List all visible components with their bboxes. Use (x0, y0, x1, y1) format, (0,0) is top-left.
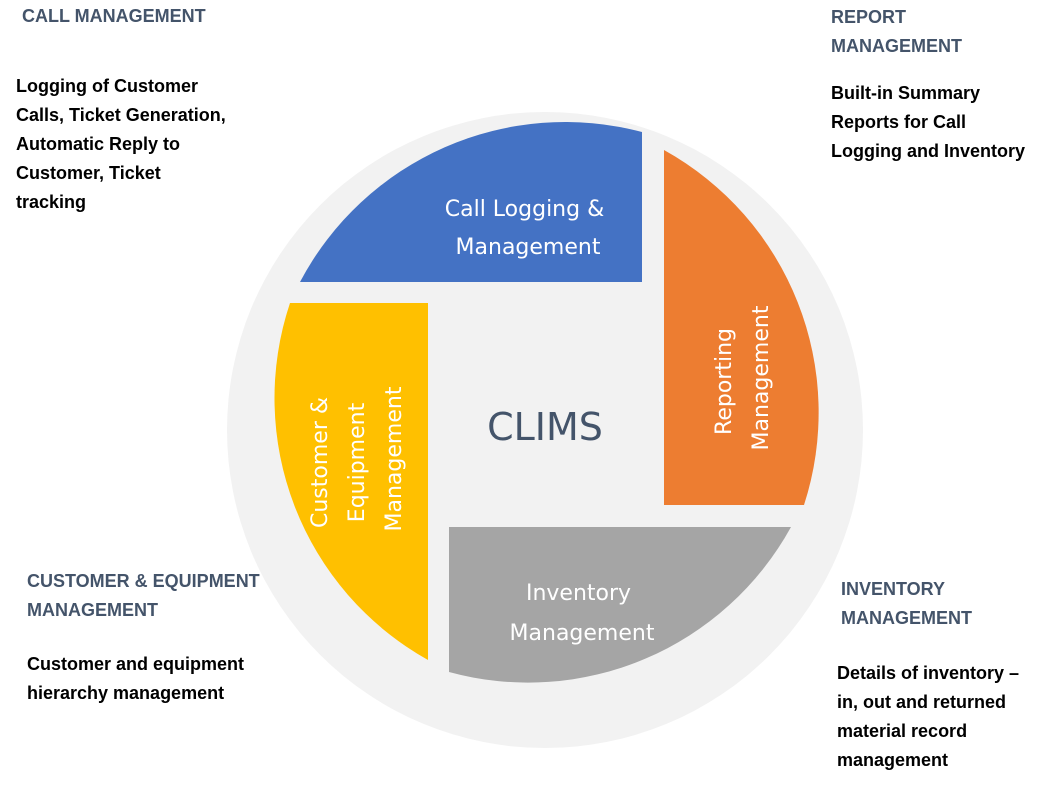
segment-inventory: Inventory Management (449, 527, 791, 683)
segment-customer-equipment-shape (274, 303, 428, 660)
caption-inventory-desc-line: material record (837, 721, 968, 741)
segment-customer-equipment-label-line-3: Management (382, 386, 407, 531)
segment-call-logging-label-line-1: Call Logging & (445, 197, 605, 222)
caption-inventory-desc-line: management (837, 750, 949, 770)
caption-customer-equipment-heading-line: CUSTOMER & EQUIPMENT (27, 571, 260, 591)
caption-inventory-desc-line: in, out and returned (837, 692, 1006, 712)
caption-report-management: REPORT MANAGEMENT Built-in Summary Repor… (831, 3, 1041, 166)
segment-inventory-shape (449, 527, 791, 683)
caption-call-management-heading: CALL MANAGEMENT (22, 6, 206, 26)
segment-call-logging-label-line-2: Management (456, 235, 601, 260)
caption-call-management: CALL MANAGEMENT Logging of Customer Call… (16, 2, 276, 217)
caption-customer-equipment-heading-line: MANAGEMENT (27, 600, 158, 620)
caption-report-management-description: Built-in Summary Reports for Call Loggin… (831, 79, 1041, 166)
segment-reporting-label-line-1: Reporting (712, 328, 737, 435)
segment-reporting: Reporting Management (664, 150, 819, 505)
caption-customer-equipment-management: CUSTOMER & EQUIPMENT MANAGEMENT Customer… (27, 567, 307, 708)
segment-customer-equipment-label-line-1: Customer & (308, 397, 333, 528)
segment-call-logging: Call Logging & Management (300, 122, 642, 282)
segment-customer-equipment-label-line-2: Equipment (345, 402, 370, 522)
caption-report-management-heading-line: REPORT (831, 7, 907, 27)
caption-customer-equipment-desc-line: Customer and equipment (27, 654, 245, 674)
caption-call-management-desc-line: Automatic Reply to (16, 134, 181, 154)
caption-customer-equipment-description: Customer and equipment hierarchy managem… (27, 650, 307, 708)
svg-text:Call Logging & Managemen: Call Logging & Management (445, 197, 612, 260)
segment-inventory-label-line-2: Management (510, 621, 655, 646)
caption-inventory-heading-line: INVENTORY (841, 579, 946, 599)
caption-customer-equipment-desc-line: hierarchy management (27, 683, 225, 703)
caption-call-management-desc-line: Logging of Customer (16, 76, 198, 96)
svg-text:Customer & Equipment: Customer & Equipment Management (308, 386, 407, 531)
caption-inventory-heading-line: MANAGEMENT (841, 608, 972, 628)
segment-customer-equipment: Customer & Equipment Management (274, 303, 428, 660)
caption-inventory-description: Details of inventory – in, out and retur… (837, 659, 1041, 775)
caption-call-management-description: Logging of Customer Calls, Ticket Genera… (16, 72, 276, 217)
segment-inventory-label-line-1: Inventory (526, 581, 631, 606)
segment-call-logging-shape (300, 122, 642, 282)
caption-inventory-desc-line: Details of inventory – (837, 663, 1020, 683)
segment-reporting-shape (664, 150, 819, 505)
caption-call-management-desc-line: Calls, Ticket Generation, (16, 105, 226, 125)
caption-inventory-management: INVENTORY MANAGEMENT Details of inventor… (837, 575, 1041, 775)
caption-report-management-desc-line: Logging and Inventory (831, 141, 1025, 161)
segment-reporting-label-line-2: Management (749, 305, 774, 450)
caption-call-management-desc-line: tracking (16, 192, 87, 212)
caption-report-management-heading-line: MANAGEMENT (831, 36, 962, 56)
svg-text:Reporting Management: Reporting Management (712, 305, 774, 450)
caption-report-management-desc-line: Reports for Call (831, 112, 967, 132)
caption-call-management-desc-line: Customer, Ticket (16, 163, 161, 183)
center-label-clims: CLIMS (487, 405, 603, 449)
caption-report-management-desc-line: Built-in Summary (831, 83, 981, 103)
svg-text:Inventory Management: Inventory Management (510, 581, 655, 646)
